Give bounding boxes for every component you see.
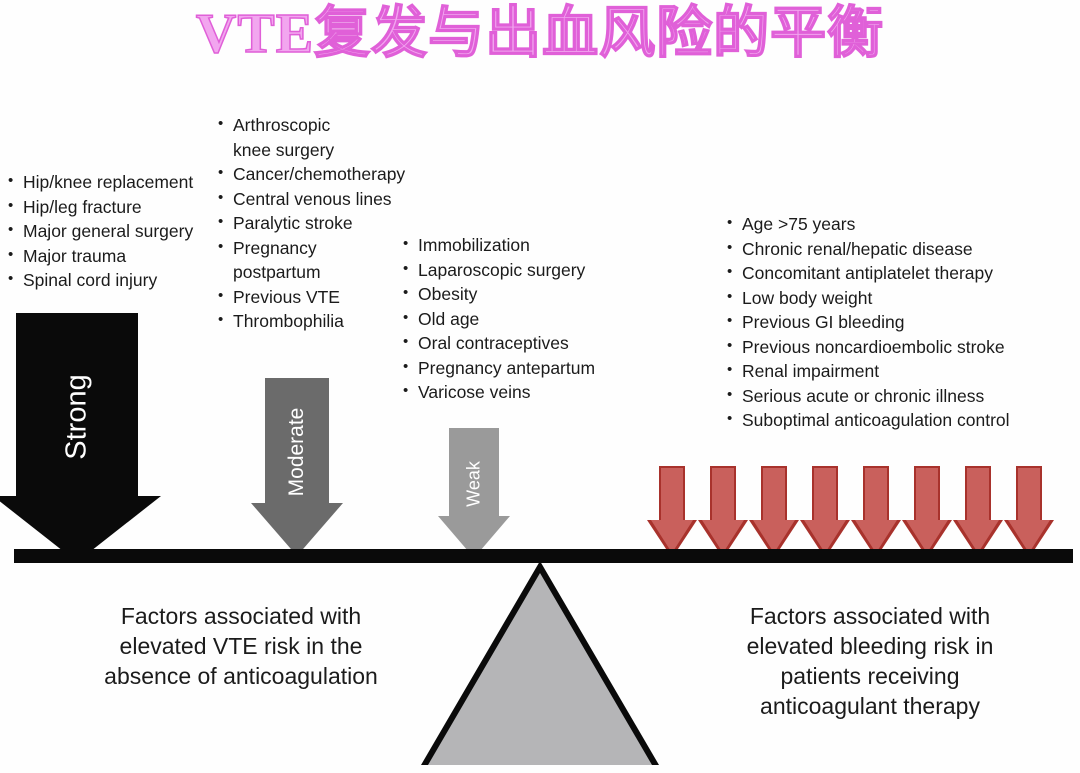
list-item: Spinal cord injury (8, 267, 233, 293)
arrow-head-fill (957, 520, 999, 553)
balance-beam (14, 549, 1073, 563)
bleeding-down-arrow-icon (800, 466, 850, 558)
list-item: Major general surgery (8, 218, 233, 244)
right-caption: Factors associated with elevated bleedin… (746, 603, 994, 719)
list-item: Suboptimal anticoagulation control (727, 407, 1072, 433)
weak-down-arrow-icon: Weak (438, 428, 510, 560)
arrow-shaft (710, 466, 736, 522)
list-item: Concomitant antiplatelet therapy (727, 260, 1072, 286)
list-item: Varicose veins (403, 379, 618, 405)
arrow-shaft (449, 428, 499, 516)
list-item: Serious acute or chronic illness (727, 383, 1072, 409)
bleeding-down-arrow-icon (1004, 466, 1054, 558)
arrow-shaft (761, 466, 787, 522)
list-item: Oral contraceptives (403, 330, 618, 356)
arrow-head-fill (702, 520, 744, 553)
arrow-shaft (265, 378, 329, 503)
list-item: Chronic renal/hepatic disease (727, 236, 1072, 262)
list-item: Laparoscopic surgery (403, 257, 618, 283)
list-item: Previous GI bleeding (727, 309, 1072, 335)
list-item: Thrombophilia (218, 308, 433, 334)
arrow-head (251, 503, 343, 556)
strong-arrow-label: Strong (60, 374, 93, 460)
strong-risk-factor-list: Hip/knee replacement Hip/leg fracture Ma… (8, 169, 233, 293)
bleeding-down-arrow-icon (902, 466, 952, 558)
list-item: Major trauma (8, 243, 233, 269)
list-item: Obesity (403, 281, 618, 307)
list-item: Previous noncardioembolic stroke (727, 334, 1072, 360)
strong-down-arrow-icon: Strong (0, 313, 161, 562)
moderate-down-arrow-icon: Moderate (251, 378, 343, 561)
bleeding-down-arrow-icon (953, 466, 1003, 558)
list-item: Pregnancy postpartum (218, 235, 433, 285)
bleeding-down-arrow-icon (851, 466, 901, 558)
list-item: Hip/leg fracture (8, 194, 233, 220)
moderate-arrow-label: Moderate (285, 407, 308, 497)
arrow-head-fill (651, 520, 693, 553)
weak-arrow-label: Weak (463, 461, 484, 507)
arrow-head-fill (855, 520, 897, 553)
list-item: Hip/knee replacement (8, 169, 233, 195)
list-item: Central venous lines (218, 186, 433, 212)
left-caption: Factors associated with elevated VTE ris… (104, 603, 378, 689)
list-item: Paralytic stroke (218, 210, 433, 236)
arrow-shaft (863, 466, 889, 522)
page-title: VTE复发与出血风险的平衡 (195, 2, 885, 66)
arrow-shaft (659, 466, 685, 522)
moderate-risk-factor-list: Arthroscopic knee surgery Cancer/chemoth… (218, 112, 433, 334)
fulcrum-triangle-fill (428, 573, 652, 765)
arrow-head-fill (753, 520, 795, 553)
arrow-shaft (16, 313, 138, 496)
arrow-head-fill (804, 520, 846, 553)
list-item: Arthroscopic knee surgery (218, 112, 433, 162)
bleeding-down-arrow-icon (749, 466, 799, 558)
list-item: Cancer/chemotherapy (218, 161, 433, 187)
arrow-head-fill (1008, 520, 1050, 553)
list-item: Renal impairment (727, 358, 1072, 384)
bleeding-risk-factor-list: Age >75 years Chronic renal/hepatic dise… (727, 211, 1072, 433)
list-item: Old age (403, 306, 618, 332)
arrow-shaft (812, 466, 838, 522)
bleeding-down-arrow-icon (647, 466, 697, 558)
list-item: Previous VTE (218, 284, 433, 310)
list-item: Low body weight (727, 285, 1072, 311)
arrow-shaft (1016, 466, 1042, 522)
list-item: Immobilization (403, 232, 618, 258)
list-item: Pregnancy antepartum (403, 355, 618, 381)
bleeding-down-arrow-icon (698, 466, 748, 558)
list-item: Age >75 years (727, 211, 1072, 237)
arrow-shaft (965, 466, 991, 522)
arrow-head-fill (906, 520, 948, 553)
weak-risk-factor-list: Immobilization Laparoscopic surgery Obes… (403, 232, 618, 405)
arrow-shaft (914, 466, 940, 522)
